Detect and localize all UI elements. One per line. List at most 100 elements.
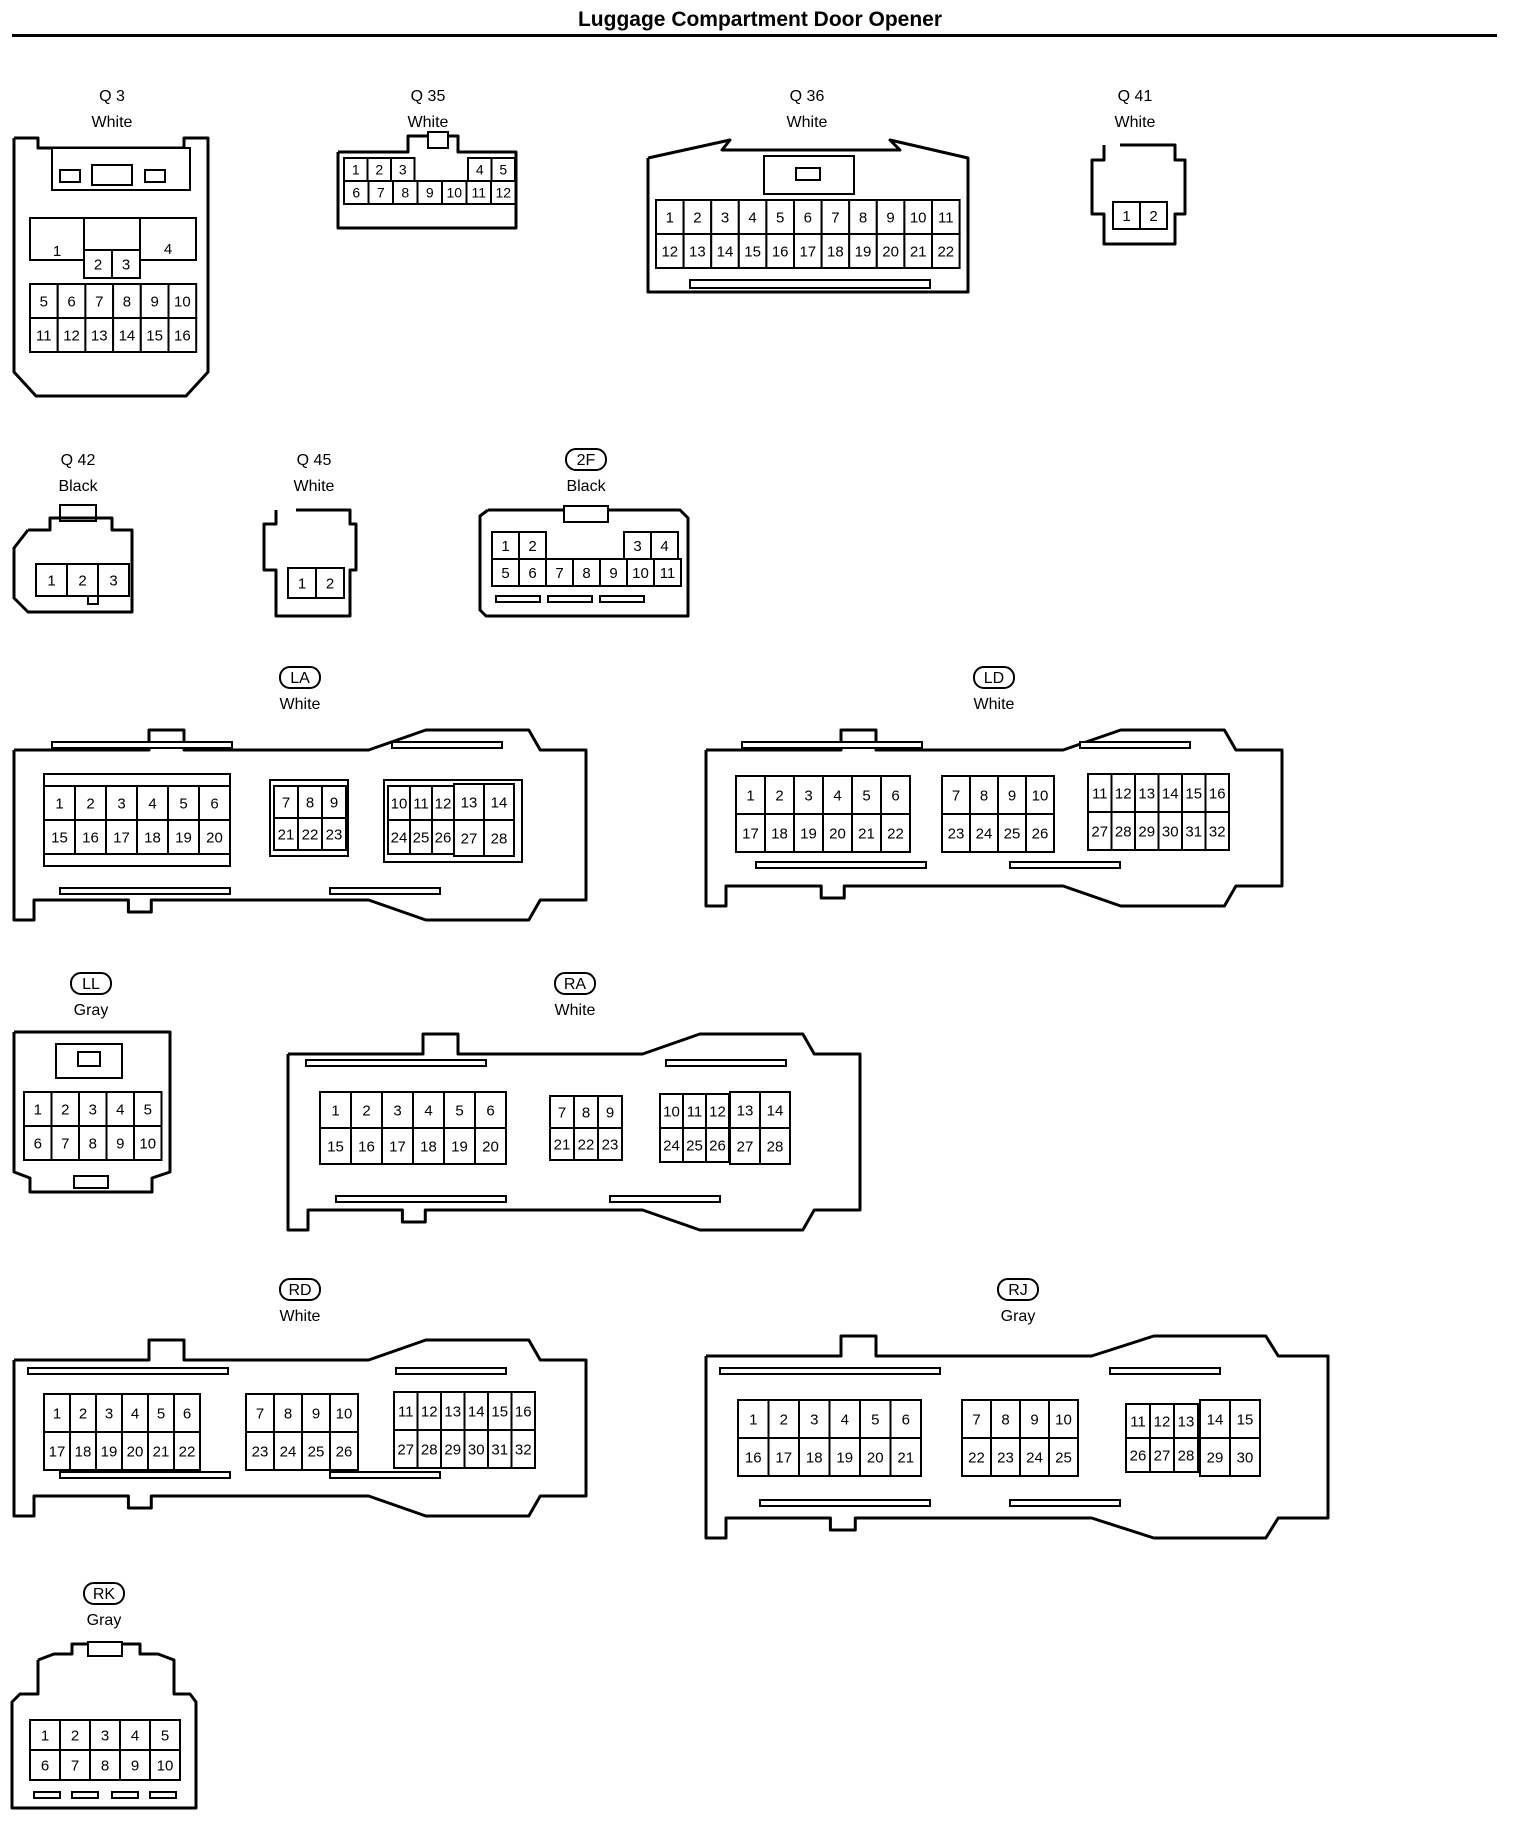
pin-number: 23: [948, 825, 965, 842]
pin-number: 27: [737, 1138, 754, 1155]
pin-cell: [759, 1127, 791, 1165]
pin-cell: [350, 1091, 383, 1129]
pin-cell: [793, 233, 823, 269]
pin-cell: [510, 1429, 536, 1469]
pin-number: 3: [804, 787, 812, 804]
connector-badge: [973, 666, 1015, 689]
housing-outline: [704, 1334, 1330, 1540]
pin-number: 10: [391, 795, 408, 812]
pin-number: 24: [663, 1137, 680, 1154]
pin-number: 3: [810, 1411, 818, 1428]
pin-cell: [848, 199, 878, 235]
pin-number: 6: [210, 795, 218, 812]
pin-cell: [119, 1719, 151, 1751]
pin-cell: [1125, 1437, 1151, 1473]
pin-cell: [737, 1437, 770, 1477]
pin-cell: [1139, 201, 1168, 230]
pin-number: 7: [377, 185, 385, 201]
pin-number: 18: [806, 1449, 823, 1466]
pin-number: 2: [362, 1102, 370, 1119]
pin-number: 14: [1162, 785, 1179, 802]
pin-number: 26: [1032, 825, 1049, 842]
pin-number: 25: [308, 1443, 325, 1460]
pin-cell: [321, 817, 347, 851]
latch-slot: [59, 887, 231, 895]
pin-number: 4: [148, 795, 156, 812]
pin-number: 7: [558, 1104, 566, 1121]
pin-cell: [147, 1393, 175, 1433]
latch-slot: [335, 1195, 507, 1203]
pin-number: 2: [326, 575, 334, 592]
pin-number: 7: [95, 293, 103, 310]
pin-cell: [43, 785, 76, 821]
pin-cell: [729, 1127, 761, 1165]
pin-number: 10: [1032, 787, 1049, 804]
connector-color: Gray: [74, 1002, 109, 1019]
connector-badge: [554, 972, 596, 995]
pin-number: 9: [609, 565, 617, 582]
latch-slot: [71, 1791, 99, 1799]
pin-number: 6: [183, 1405, 191, 1422]
housing-detail: [77, 1051, 101, 1067]
pin-number: 28: [1115, 823, 1132, 840]
latch-slot: [495, 595, 541, 603]
housing-outline: [12, 136, 210, 398]
pin-number: 1: [749, 1411, 757, 1428]
pin-number: 11: [1130, 1413, 1146, 1430]
pin-cell: [273, 785, 299, 819]
connector-id: RD: [288, 1282, 311, 1299]
pin-number: 1: [47, 572, 55, 589]
connector-badge: [83, 1582, 125, 1605]
connector-color: White: [1115, 114, 1156, 131]
pin-number: 28: [767, 1138, 784, 1155]
housing-detail: [144, 169, 166, 183]
pin-cell: [735, 813, 766, 853]
pin-number: 7: [71, 1757, 79, 1774]
pin-cell: [111, 249, 141, 279]
connector-id: RA: [564, 976, 587, 993]
connector-color: White: [280, 696, 321, 713]
connector-badge: [279, 666, 321, 689]
pin-number: 21: [897, 1449, 914, 1466]
connector-color: Black: [58, 478, 98, 495]
connector-id: LL: [82, 976, 100, 993]
pin-number: 28: [1178, 1447, 1195, 1464]
pin-number: 5: [161, 1727, 169, 1744]
pin-cell: [29, 317, 59, 353]
pin-number: 8: [89, 1135, 97, 1152]
pin-number: 3: [633, 538, 641, 555]
pin-number: 23: [252, 1443, 269, 1460]
pin-cell: [1048, 1399, 1079, 1439]
pin-cell: [1229, 1399, 1261, 1439]
pin-cell: [765, 233, 796, 269]
pin-number: 28: [491, 830, 508, 847]
pin-number: 17: [742, 825, 759, 842]
pin-number: 6: [804, 209, 812, 226]
pin-number: 2: [61, 1101, 69, 1118]
pin-number: 9: [606, 1104, 614, 1121]
latch-slot: [395, 1367, 507, 1375]
pin-number: 24: [391, 829, 408, 846]
pin-number: 23: [326, 826, 343, 843]
connector-color: Gray: [1001, 1308, 1036, 1325]
housing-detail: [59, 169, 81, 183]
pin-number: 3: [399, 162, 407, 178]
pin-number: 29: [444, 1441, 461, 1458]
pin-number: 3: [721, 209, 729, 226]
latch-slot: [329, 1471, 441, 1479]
pin-number: 26: [435, 829, 452, 846]
connector-color: Black: [566, 478, 606, 495]
pin-number: 11: [413, 795, 429, 812]
pin-cell: [329, 1393, 359, 1433]
pin-number: 25: [1055, 1449, 1072, 1466]
pin-cell: [273, 1431, 303, 1471]
pin-cell: [95, 1431, 123, 1471]
pin-cell: [443, 1127, 476, 1165]
pin-number: 7: [831, 209, 839, 226]
pin-number: 29: [1138, 823, 1155, 840]
pin-number: 17: [389, 1138, 406, 1155]
pin-number: 5: [455, 1102, 463, 1119]
housing-outline: [10, 1642, 198, 1810]
pin-cell: [173, 1431, 201, 1471]
pin-number: 19: [101, 1443, 118, 1460]
